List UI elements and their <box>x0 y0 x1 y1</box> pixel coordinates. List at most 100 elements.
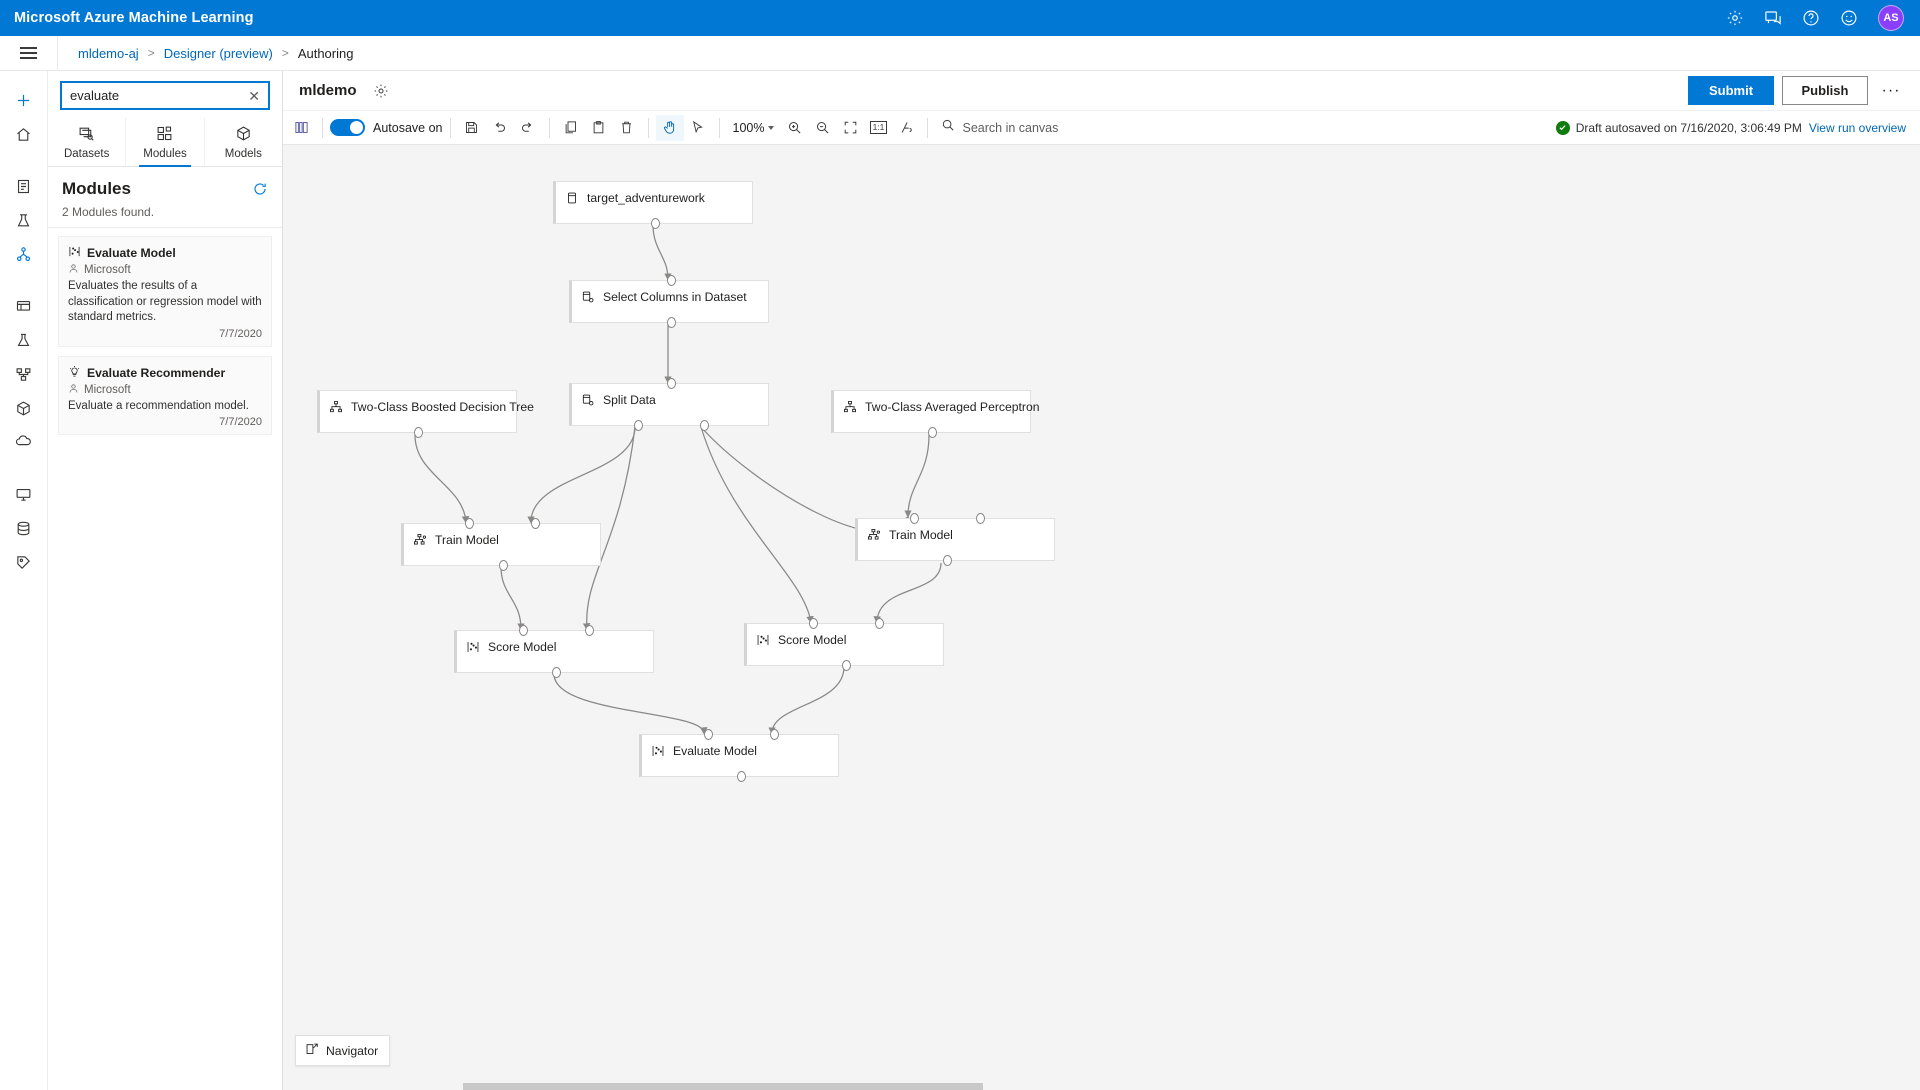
paste-icon[interactable] <box>585 115 613 141</box>
sidebar-item-automated-ml[interactable] <box>4 203 44 237</box>
hamburger-menu-button[interactable] <box>0 35 58 71</box>
gear-icon[interactable] <box>1726 9 1744 27</box>
search-input[interactable] <box>70 88 247 103</box>
node-label: target_adventurework <box>587 191 705 205</box>
pan-hand-icon[interactable] <box>655 114 684 141</box>
side-panel-icon[interactable] <box>287 115 315 141</box>
node-input-port[interactable] <box>875 618 884 629</box>
sidebar-item-notebooks[interactable] <box>4 169 44 203</box>
nav-rail <box>0 71 48 1090</box>
feedback-icon[interactable] <box>1764 9 1782 27</box>
undo-icon[interactable] <box>486 115 514 141</box>
canvas-search[interactable]: Search in canvas <box>941 118 1058 137</box>
autosave-status-text: Draft autosaved on 7/16/2020, 3:06:49 PM <box>1575 120 1802 135</box>
pipeline-node[interactable]: Train Model <box>401 518 601 571</box>
zoom-level-dropdown[interactable]: 100% <box>727 115 781 141</box>
node-output-port[interactable] <box>928 427 937 438</box>
pipeline-node[interactable]: Split Data <box>569 378 769 431</box>
tab-models[interactable]: Models <box>205 118 282 166</box>
fit-screen-icon[interactable] <box>836 115 864 141</box>
breadcrumb-item-designer[interactable]: Designer (preview) <box>163 45 273 61</box>
node-input-port[interactable] <box>976 513 985 524</box>
sidebar-item-endpoints[interactable] <box>4 425 44 459</box>
navigator-button[interactable]: Navigator <box>295 1035 391 1066</box>
node-output-port[interactable] <box>943 555 952 566</box>
sidebar-item-pipelines[interactable] <box>4 357 44 391</box>
list-item[interactable]: Evaluate Model Microsoft Evaluates the r… <box>58 236 272 347</box>
pipeline-node[interactable]: Evaluate Model <box>639 729 839 782</box>
sidebar-item-models[interactable] <box>4 391 44 425</box>
node-input-port[interactable] <box>910 513 919 524</box>
sidebar-item-datasets[interactable] <box>4 289 44 323</box>
sidebar-item-experiments[interactable] <box>4 323 44 357</box>
tab-modules[interactable]: Modules <box>126 118 205 167</box>
node-input-port[interactable] <box>531 518 540 529</box>
sidebar-item-new[interactable] <box>4 83 44 117</box>
pointer-icon[interactable] <box>684 115 712 141</box>
more-options-button[interactable]: ··· <box>1881 81 1901 99</box>
pipeline-node[interactable]: Two-Class Boosted Decision Tree <box>317 390 534 438</box>
node-input-port[interactable] <box>809 618 818 629</box>
node-output-port[interactable] <box>842 660 851 671</box>
gear-icon[interactable] <box>373 83 389 99</box>
pipeline-node[interactable]: Score Model <box>454 625 654 678</box>
refresh-icon[interactable] <box>252 181 268 197</box>
node-input-port[interactable] <box>704 729 713 740</box>
help-icon[interactable] <box>1802 9 1820 27</box>
panel-title: Modules <box>62 179 131 198</box>
clear-search-icon[interactable]: ✕ <box>248 87 260 104</box>
pipeline-node[interactable]: Score Model <box>744 618 944 671</box>
node-input-port[interactable] <box>519 625 528 636</box>
zoom-level-value: 100% <box>732 120 765 135</box>
breadcrumb-item-workspace[interactable]: mldemo-aj <box>78 45 139 61</box>
tab-datasets[interactable]: Datasets <box>48 118 127 166</box>
node-header: target_adventurework <box>556 182 752 205</box>
module-card-title-row: Evaluate Model <box>68 245 262 261</box>
view-run-overview-link[interactable]: View run overview <box>1808 120 1906 135</box>
submit-button[interactable]: Submit <box>1688 76 1774 105</box>
pipeline-node[interactable]: Two-Class Averaged Perceptron <box>831 390 1040 438</box>
list-item[interactable]: Evaluate Recommender Microsoft Evaluate … <box>58 355 272 436</box>
auto-layout-icon[interactable] <box>892 115 920 141</box>
pipeline-node[interactable]: Select Columns in Dataset <box>569 275 769 328</box>
actual-size-button[interactable]: 1:1 <box>864 115 892 141</box>
pipeline-canvas[interactable]: target_adventurework Select Columns in D… <box>283 145 1920 1090</box>
node-input-port[interactable] <box>465 518 474 529</box>
node-output-port[interactable] <box>499 560 508 571</box>
avatar[interactable]: AS <box>1878 5 1904 31</box>
pipeline-node[interactable]: Train Model <box>855 513 1055 566</box>
canvas-horizontal-scrollbar[interactable] <box>283 1083 1920 1090</box>
tab-modules-label: Modules <box>143 147 187 160</box>
sidebar-item-designer[interactable] <box>4 237 44 271</box>
node-output-port[interactable] <box>414 427 423 438</box>
pipeline-node[interactable]: target_adventurework <box>553 181 753 229</box>
node-output-port[interactable] <box>651 218 660 229</box>
sidebar-item-home[interactable] <box>4 117 44 151</box>
breadcrumb-bar: mldemo-aj > Designer (preview) > Authori… <box>0 35 1920 71</box>
node-output-port[interactable] <box>667 317 676 328</box>
autosave-toggle[interactable] <box>330 119 365 136</box>
node-output-port[interactable] <box>700 420 709 431</box>
delete-icon[interactable] <box>613 115 641 141</box>
zoom-out-icon[interactable] <box>808 115 836 141</box>
smiley-icon[interactable] <box>1840 9 1858 27</box>
redo-icon[interactable] <box>514 115 542 141</box>
node-input-port[interactable] <box>667 378 676 389</box>
node-input-port[interactable] <box>770 729 779 740</box>
save-icon[interactable] <box>458 115 486 141</box>
search-box[interactable]: ✕ <box>60 81 270 110</box>
sidebar-item-datastores[interactable] <box>4 511 44 545</box>
publish-button[interactable]: Publish <box>1782 76 1868 105</box>
zoom-in-icon[interactable] <box>780 115 808 141</box>
sidebar-item-compute[interactable] <box>4 477 44 511</box>
node-output-port[interactable] <box>737 771 746 782</box>
node-input-port[interactable] <box>667 275 676 286</box>
node-output-port[interactable] <box>552 667 561 678</box>
scrollbar-thumb[interactable] <box>463 1083 983 1090</box>
sidebar-item-data-labeling[interactable] <box>4 545 44 579</box>
train-icon <box>414 534 426 545</box>
scatter-icon <box>467 642 479 652</box>
node-input-port[interactable] <box>585 625 594 636</box>
copy-icon[interactable] <box>557 115 585 141</box>
node-output-port[interactable] <box>634 420 643 431</box>
